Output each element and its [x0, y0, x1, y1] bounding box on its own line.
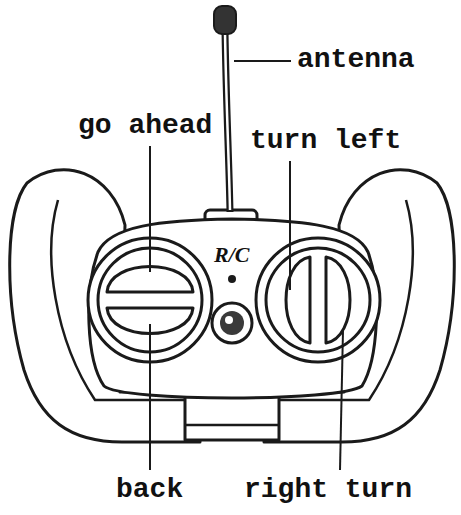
leader-line — [149, 146, 151, 272]
center-knob-core — [220, 311, 244, 335]
part-label: go ahead — [78, 110, 212, 142]
leader-line — [234, 60, 291, 62]
antenna-wire — [225, 30, 230, 212]
right-dial — [256, 238, 380, 362]
brand-mark: R/C — [214, 243, 249, 267]
bottom-bar — [185, 395, 279, 440]
right-turn-button — [326, 257, 350, 343]
indicator-dot — [228, 275, 236, 283]
right-grip — [264, 170, 454, 442]
part-label: antenna — [297, 44, 415, 76]
center-knob-hole — [225, 316, 233, 324]
antenna-wire-core — [225, 32, 230, 210]
leader-line — [340, 330, 343, 470]
antenna-tip — [214, 6, 236, 34]
part-label: turn left — [250, 125, 401, 157]
leader-line — [289, 161, 291, 290]
bottom-bar-line — [185, 424, 279, 427]
part-label: back — [116, 474, 183, 506]
part-label: right turn — [244, 474, 412, 506]
center-knob — [212, 303, 252, 343]
right-dial-inner — [266, 248, 370, 352]
leader-line — [149, 324, 151, 470]
